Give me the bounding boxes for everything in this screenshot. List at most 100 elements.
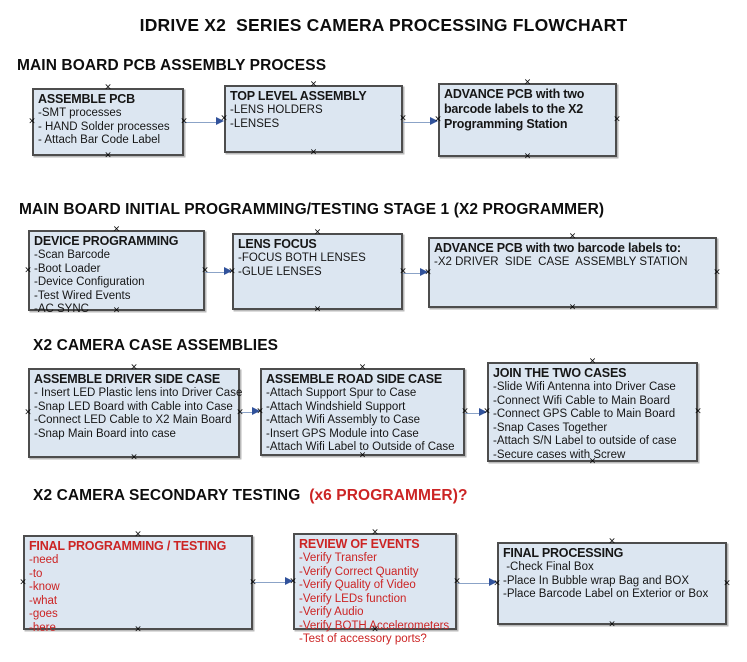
- connection-point-left-icon: ×: [493, 578, 501, 588]
- flow-box-final-processing[interactable]: FINAL PROCESSING -Check Final Box-Place …: [497, 542, 727, 625]
- box-title: DEVICE PROGRAMMING: [34, 234, 179, 248]
- connection-point-bottom-icon: ×: [313, 304, 322, 315]
- connector-line: [240, 411, 253, 413]
- box-item: -here: [29, 621, 56, 634]
- connection-point-top-icon: ×: [358, 362, 367, 373]
- section-heading-text: MAIN BOARD PCB ASSEMBLY PROCESS: [17, 57, 327, 74]
- box-item: -Test of accessory ports?: [299, 633, 427, 645]
- box-title: ASSEMBLE DRIVER SIDE CASE: [34, 372, 221, 386]
- connection-point-bottom-icon: ×: [568, 302, 577, 313]
- box-item: -Scan Barcode: [34, 249, 111, 261]
- flow-box-top-level-assembly[interactable]: TOP LEVEL ASSEMBLY-LENS HOLDERS-LENSES: [224, 85, 403, 153]
- arrowhead-icon: [216, 117, 224, 125]
- box-item: -Snap Main Board into case: [34, 427, 176, 440]
- box-item: -Boot Loader: [34, 262, 101, 275]
- flow-box-final-programming-testing[interactable]: FINAL PROGRAMMING / TESTING-need-to-know…: [23, 535, 253, 634]
- connection-point-top-icon: ×: [313, 227, 322, 238]
- box-item: -Attach Wifi Label to Outside of Case: [266, 441, 455, 453]
- connection-point-left-icon: ×: [24, 265, 32, 275]
- connection-point-bottom-icon: ×: [134, 624, 142, 635]
- section-heading-text: X2 CAMERA CASE ASSEMBLIES: [33, 337, 279, 354]
- connection-point-left-icon: ×: [228, 266, 236, 276]
- box-item: -Attach S/N Label to outside of case: [493, 435, 677, 447]
- section-heading-text: X2 CAMERA SECONDARY TESTING: [33, 487, 310, 504]
- arrowhead-icon: [224, 267, 232, 275]
- connector-arrow[interactable]: [240, 407, 260, 418]
- connection-point-bottom-icon: ×: [104, 150, 112, 161]
- connection-point-top-icon: ×: [112, 224, 121, 235]
- flow-box-advance-pcb-with-two-barcode-labels-to[interactable]: ADVANCE PCB with two barcode labels to:-…: [428, 237, 717, 308]
- connector-arrow[interactable]: [457, 578, 497, 589]
- box-item: -AC SYNC: [34, 303, 89, 315]
- box-item: -SMT processes: [38, 107, 122, 119]
- connector-arrow[interactable]: [465, 408, 487, 419]
- section-heading-3: X2 CAMERA SECONDARY TESTING (x6 PROGRAMM…: [33, 487, 468, 505]
- connector-arrow[interactable]: [205, 267, 232, 278]
- flow-box-assemble-road-side-case[interactable]: ASSEMBLE ROAD SIDE CASE-Attach Support S…: [260, 368, 465, 456]
- box-item: -Check Final Box: [503, 561, 594, 573]
- box-item: -Verify Audio: [299, 606, 364, 618]
- section-heading-2: X2 CAMERA CASE ASSEMBLIES: [33, 337, 278, 355]
- flow-box-advance-pcb-with-two-barcode-labels-to-the-x2-programming-station[interactable]: ADVANCE PCB with two barcode labels to t…: [438, 83, 617, 157]
- flow-box-join-the-two-cases[interactable]: JOIN THE TWO CASES-Slide Wifi Antenna in…: [487, 362, 698, 462]
- flow-box-lens-focus[interactable]: LENS FOCUS-FOCUS BOTH LENSES-GLUE LENSES: [232, 233, 403, 310]
- connection-point-right-icon: ×: [249, 577, 257, 587]
- flow-box-device-programming[interactable]: DEVICE PROGRAMMING-Scan Barcode-Boot Loa…: [28, 230, 205, 315]
- connection-point-bottom-icon: ×: [358, 450, 367, 461]
- box-item: -Verify Quality of Video: [299, 579, 416, 591]
- section-heading-accent: (x6 PROGRAMMER)?: [309, 487, 468, 504]
- connection-point-right-icon: ×: [723, 578, 731, 588]
- box-item: -Verify Correct Quantity: [299, 565, 419, 578]
- connection-point-left-icon: ×: [220, 113, 228, 124]
- box-item: -Insert GPS Module into Case: [266, 427, 419, 440]
- box-title: ADVANCE PCB with two barcode labels to t…: [444, 87, 585, 131]
- connector-line: [403, 121, 431, 123]
- box-item: -Place Barcode Label on Exterior or Box: [503, 588, 709, 600]
- connection-point-right-icon: ×: [461, 406, 469, 417]
- connector-line: [184, 121, 217, 123]
- box-item: -Snap LED Board with Cable into Case: [34, 400, 233, 413]
- connector-arrow[interactable]: [184, 117, 224, 128]
- box-item: -to: [29, 567, 43, 580]
- arrowhead-icon: [252, 407, 260, 415]
- box-item: -LENS HOLDERS: [230, 104, 323, 116]
- connector-line: [457, 582, 490, 584]
- connection-point-right-icon: ×: [399, 113, 407, 124]
- connector-line: [253, 581, 286, 583]
- box-title: FINAL PROCESSING: [503, 546, 624, 560]
- connector-arrow[interactable]: [253, 577, 293, 588]
- connector-arrow[interactable]: [403, 117, 438, 128]
- connection-point-right-icon: ×: [694, 406, 702, 417]
- arrowhead-icon: [430, 117, 438, 125]
- box-title: ADVANCE PCB with two barcode labels to:: [434, 241, 681, 255]
- connection-point-bottom-icon: ×: [523, 151, 532, 162]
- box-item: -LENSES: [230, 117, 280, 130]
- connection-point-left-icon: ×: [24, 407, 32, 418]
- box-item: -Attach Windshield Support: [266, 400, 406, 413]
- connector-line: [465, 412, 480, 414]
- connection-point-right-icon: ×: [201, 265, 209, 275]
- connection-point-right-icon: ×: [399, 266, 407, 276]
- box-item: -Place In Bubble wrap Bag and BOX: [503, 574, 690, 587]
- flow-box-assemble-driver-side-case[interactable]: ASSEMBLE DRIVER SIDE CASE- Insert LED Pl…: [28, 368, 242, 458]
- connection-point-left-icon: ×: [483, 406, 491, 417]
- box-item: -Attach Wifi Assembly to Case: [266, 414, 421, 426]
- box-title: REVIEW OF EVENTS: [299, 537, 420, 551]
- box-item: -Verify LEDs function: [299, 592, 407, 605]
- box-item: -Secure cases with Screw: [493, 448, 626, 461]
- connection-point-top-icon: ×: [309, 79, 318, 90]
- connection-point-top-icon: ×: [568, 231, 577, 242]
- connection-point-right-icon: ×: [453, 576, 461, 586]
- arrowhead-icon: [489, 578, 497, 586]
- connector-arrow[interactable]: [403, 268, 428, 279]
- box-title: JOIN THE TWO CASES: [493, 366, 627, 380]
- connection-point-left-icon: ×: [256, 406, 264, 417]
- box-item: -Connect LED Cable to X2 Main Board: [34, 414, 232, 426]
- connection-point-top-icon: ×: [371, 527, 379, 538]
- connection-point-top-icon: ×: [608, 536, 616, 547]
- flow-box-review-of-events[interactable]: REVIEW OF EVENTS-Verify Transfer-Verify …: [293, 533, 457, 645]
- connection-point-bottom-icon: ×: [371, 624, 379, 635]
- flow-box-assemble-pcb[interactable]: ASSEMBLE PCB-SMT processes- HAND Solder …: [32, 88, 184, 156]
- connection-point-left-icon: ×: [28, 116, 36, 127]
